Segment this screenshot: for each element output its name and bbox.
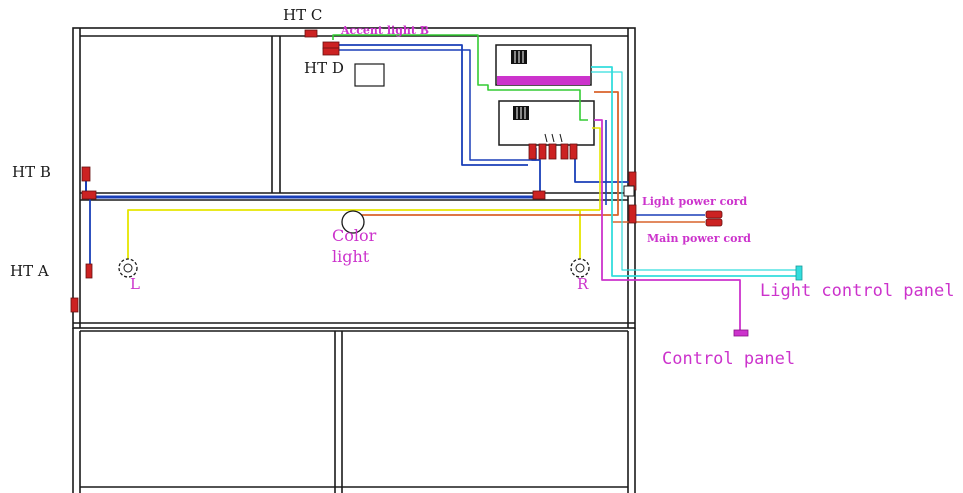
label-main-power-cord: Main power cord — [647, 232, 751, 245]
module-upper — [495, 44, 592, 86]
connector-module-2 — [538, 143, 547, 160]
connector-module-3 — [548, 143, 557, 160]
connector-ht-c — [304, 29, 318, 38]
connector-main-power — [705, 218, 723, 227]
label-ht-d: HT D — [304, 59, 344, 77]
wire-yellow-left — [127, 209, 600, 262]
light-right-icon — [570, 258, 590, 278]
label-color-light-2: light — [332, 247, 370, 266]
label-ht-b: HT B — [12, 163, 51, 181]
small-box — [354, 63, 385, 87]
label-control-panel: Control panel — [662, 349, 795, 369]
connector-module-5 — [569, 143, 578, 160]
connector-side — [70, 297, 79, 313]
label-accent-light: Accent light B — [340, 24, 429, 37]
connector-module-1 — [528, 143, 537, 160]
wires — [85, 34, 800, 332]
module-lower — [498, 100, 595, 146]
label-ht-a: HT A — [10, 262, 49, 280]
label-light-control-panel: Light control panel — [760, 281, 954, 301]
connector-ht-d-2 — [322, 47, 340, 56]
label-left-light: L — [130, 275, 140, 293]
wire-cyan-light-control — [591, 66, 800, 277]
connector-shelf — [532, 190, 546, 200]
wire-cyan-2 — [591, 71, 800, 271]
light-left — [118, 258, 138, 278]
wire-blue-ht-d — [338, 44, 528, 166]
wire-magenta-control — [594, 119, 741, 332]
connector-light-power — [705, 210, 723, 219]
module-upper-strip — [497, 76, 590, 85]
label-right-light: R — [577, 275, 589, 293]
connector-ht-a — [85, 263, 93, 279]
connector-ht-b-2 — [81, 190, 97, 200]
right-wall-white-block — [623, 185, 635, 197]
labels: HT A HT B HT C HT D Accent light B Light… — [10, 6, 954, 369]
connector-control-panel — [733, 329, 749, 337]
connector-light-control-panel — [795, 265, 803, 281]
label-color-light-1: Color — [332, 226, 377, 245]
light-right — [570, 258, 590, 278]
connector-ht-b — [81, 166, 91, 182]
connector-module-4 — [560, 143, 569, 160]
cabinet-frame — [72, 27, 636, 493]
wire-yellow-up — [592, 127, 601, 210]
color-light-icon — [341, 210, 365, 234]
label-ht-c: HT C — [283, 6, 322, 24]
label-light-power-cord: Light power cord — [642, 195, 747, 208]
color-light — [341, 210, 365, 234]
connector-right-wall-2 — [628, 204, 637, 224]
light-left-icon — [118, 258, 138, 278]
wire-orange-main-power — [611, 215, 705, 223]
connectors — [70, 29, 723, 313]
wire-green-accent — [332, 34, 588, 121]
